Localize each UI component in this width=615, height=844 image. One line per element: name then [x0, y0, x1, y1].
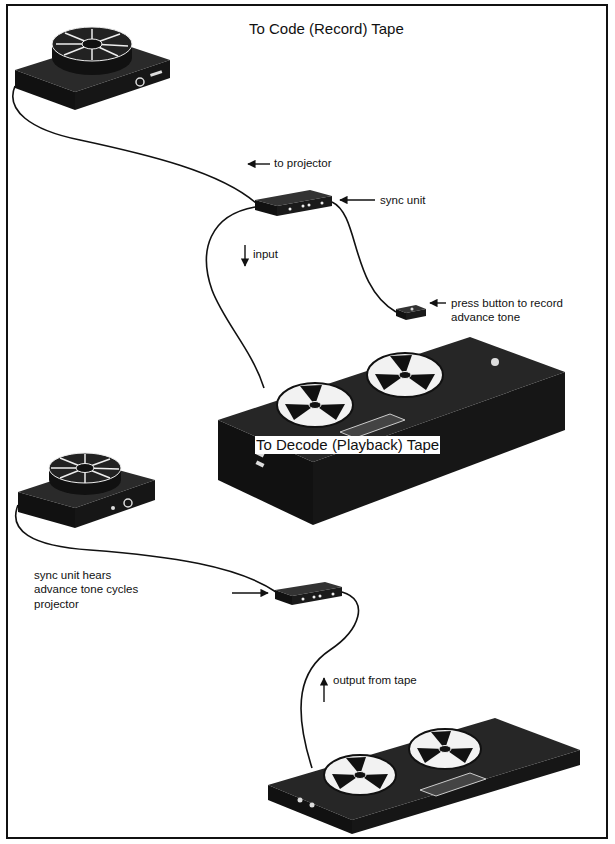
cable — [13, 86, 396, 388]
sync-unit — [275, 582, 342, 605]
section-title: To Decode (Playback) Tape — [255, 436, 440, 454]
slide-projector — [15, 27, 170, 110]
callout-label: sync unit hears advance tone cycles proj… — [33, 568, 147, 611]
callout-label: to projector — [273, 156, 333, 170]
tape-recorder — [268, 718, 580, 834]
callout-label: sync unit — [379, 193, 426, 207]
section-title: To Code (Record) Tape — [248, 20, 405, 38]
signal-label: output from tape — [332, 673, 418, 687]
tape-recorder — [218, 337, 565, 525]
advance-button — [396, 305, 426, 320]
frame-border — [7, 5, 607, 838]
slide-projector — [18, 453, 155, 528]
callout-label: press button to record advance tone — [450, 296, 574, 325]
sync-unit — [255, 190, 332, 216]
pointer-arrow — [232, 593, 324, 702]
pointer-arrow — [245, 164, 446, 303]
cable — [16, 505, 359, 768]
signal-label: input — [252, 247, 279, 261]
